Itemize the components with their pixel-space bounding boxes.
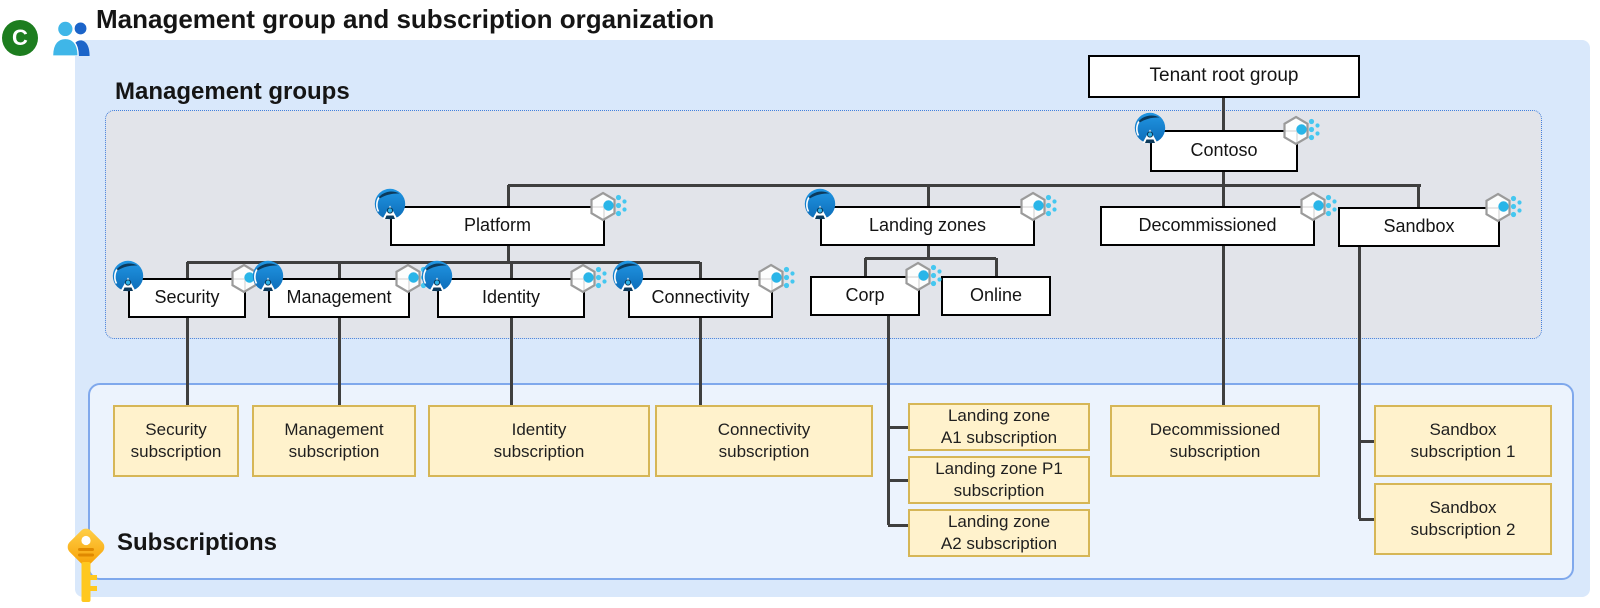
subscription-label-line: Sandbox (1429, 419, 1497, 439)
subscription-label-line: subscription 1 (1410, 442, 1516, 461)
node-identity: Identity (437, 278, 585, 318)
connector-line (888, 425, 908, 429)
node-online: Online (941, 276, 1051, 316)
connector-line (926, 185, 930, 206)
subscription-label-line: Connectivity (717, 419, 811, 439)
connector-line (888, 478, 908, 482)
subscription-management-subscription: Management subscription (252, 405, 416, 477)
connector-line (1359, 439, 1374, 443)
node-decommissioned: Decommissioned (1100, 206, 1315, 246)
subscription-landing-zone-a1-subscription: Landing zone A1 subscription (908, 403, 1090, 451)
connector-line (1416, 185, 1420, 207)
subscription-label-line: Management (284, 419, 384, 439)
subscription-connectivity-subscription: Connectivity subscription (655, 405, 873, 477)
subscription-label-line: subscription 2 (1410, 520, 1516, 539)
node-landing-zones: Landing zones (820, 206, 1035, 246)
page-title: Management group and subscription organi… (96, 4, 715, 34)
subscription-label-line: A1 subscription (940, 428, 1058, 447)
node-label: Platform (463, 215, 532, 236)
subscription-landing-zone-p1-subscription: Landing zone P1 subscription (908, 456, 1090, 504)
subscription-landing-zone-a2-subscription: Landing zone A2 subscription (908, 509, 1090, 557)
node-corp: Corp (810, 276, 920, 316)
connector-line (509, 318, 513, 405)
letter-badge: C (2, 20, 38, 56)
connector-line (185, 318, 189, 405)
node-label: Contoso (1190, 140, 1258, 161)
connector-line (508, 183, 1421, 187)
connector-line (1221, 172, 1225, 405)
subscription-decommissioned-subscription: Decommissioned subscription (1110, 405, 1320, 477)
subscription-security-subscription: Security subscription (113, 405, 239, 477)
subscription-sandbox-subscription-1: Sandbox subscription 1 (1374, 405, 1552, 477)
connector-line (1221, 98, 1225, 130)
subscription-label-line: Security (145, 419, 207, 439)
node-label: Tenant root group (1149, 65, 1299, 87)
subscription-label-line: Identity (511, 419, 567, 439)
subscription-label-line: subscription (288, 442, 380, 461)
management-groups-heading: Management groups (115, 78, 350, 105)
connector-line (506, 185, 510, 206)
node-label: Corp (845, 285, 885, 306)
node-label: Identity (481, 287, 541, 308)
subscription-label-line: Landing zone (947, 405, 1051, 425)
subscription-label-line: Sandbox (1429, 497, 1497, 517)
node-contoso: Contoso (1150, 130, 1298, 172)
node-security: Security (128, 278, 246, 318)
connector-line (506, 246, 510, 262)
node-management: Management (268, 278, 410, 318)
subscription-identity-subscription: Identity subscription (428, 405, 650, 477)
connector-line (1359, 517, 1374, 521)
node-label: Decommissioned (1138, 215, 1277, 236)
subscription-label-line: Decommissioned (1149, 419, 1281, 439)
connector-line (187, 260, 700, 264)
connector-line (865, 256, 996, 260)
subscriptions-heading: Subscriptions (117, 529, 278, 556)
node-sandbox: Sandbox (1338, 207, 1500, 247)
node-label: Security (154, 287, 220, 308)
node-label: Sandbox (1383, 216, 1455, 237)
connector-line (337, 262, 341, 278)
connector-line (337, 318, 341, 405)
subscription-label-line: subscription (130, 442, 222, 461)
node-label: Landing zones (868, 215, 987, 236)
connector-line (886, 316, 890, 525)
connector-line (185, 262, 189, 278)
subscription-label-line: subscription (1169, 442, 1261, 461)
subscription-label-line: subscription (493, 442, 585, 461)
connector-line (888, 523, 908, 527)
subscription-label-line: A2 subscription (940, 534, 1058, 553)
node-label: Online (969, 285, 1023, 306)
subscription-label-line: Landing zone P1 (935, 458, 1063, 478)
node-label: Management (286, 287, 392, 308)
connector-line (698, 318, 702, 405)
connector-line (863, 258, 867, 276)
subscription-label-line: subscription (718, 442, 810, 461)
connector-line (1357, 247, 1361, 519)
connector-line (698, 262, 702, 278)
node-platform: Platform (390, 206, 605, 246)
node-connectivity: Connectivity (628, 278, 773, 318)
node-label: Connectivity (651, 287, 750, 308)
subscription-label-line: Landing zone (947, 511, 1051, 531)
connector-line (509, 262, 513, 278)
connector-line (994, 258, 998, 276)
subscription-label-line: subscription (953, 481, 1045, 500)
node-tenant-root-group: Tenant root group (1088, 55, 1360, 98)
subscription-sandbox-subscription-2: Sandbox subscription 2 (1374, 483, 1552, 555)
connector-line (926, 246, 930, 258)
